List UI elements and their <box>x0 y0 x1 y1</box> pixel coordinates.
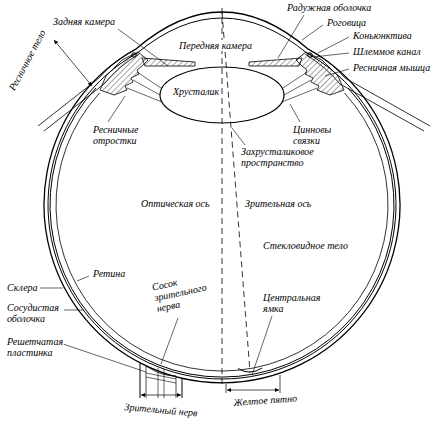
part-label: Ресничные отростки <box>92 124 146 146</box>
part-label: Задняя камера <box>52 16 116 27</box>
part-label: Сосок зрительного нерва <box>150 270 216 315</box>
part-label: Склера <box>6 282 39 293</box>
part-label: Передняя камера <box>178 40 253 51</box>
zonule-fibers <box>127 72 317 102</box>
ciliary-body <box>296 52 344 95</box>
fovea-dip <box>238 368 262 372</box>
part-label: Ретина <box>92 268 126 279</box>
ciliary-body <box>100 52 148 95</box>
part-label: Коньюнктива <box>352 30 413 41</box>
part-label: Желтое пятно <box>232 392 298 408</box>
visual-axis <box>222 12 250 372</box>
lens <box>160 67 284 123</box>
part-label: Шлеммов канал <box>352 46 422 57</box>
part-label: Сосудистая оболочка <box>6 302 64 324</box>
sclera-outer <box>44 12 400 383</box>
dimension-line <box>226 375 280 393</box>
part-label: Ресничное тело <box>6 27 48 93</box>
part-label: Ресничная мышца <box>352 62 431 73</box>
optical-axis <box>222 8 223 386</box>
part-label: Стекловидное тело <box>262 240 349 251</box>
optic-nerve <box>140 363 182 398</box>
part-label: Решетчатая пластинка <box>6 336 64 358</box>
part-label: Центральная ямка <box>262 292 320 314</box>
part-label: Оптическая ось <box>140 198 211 209</box>
part-label: Роговица <box>326 17 367 28</box>
part-label: Захрусталиковое пространство <box>240 146 327 168</box>
iris <box>249 58 302 66</box>
dimension-line <box>54 40 92 86</box>
dimension-line <box>141 395 181 396</box>
part-label: Зрительная ось <box>244 198 312 209</box>
part-label: Цинновы связки <box>292 124 340 146</box>
iris <box>142 58 195 66</box>
part-label: Зрительный нерв <box>123 401 199 419</box>
part-label: Радужная оболочка <box>286 2 372 13</box>
part-label: Хрусталик <box>172 86 220 97</box>
leader-lines <box>40 15 349 375</box>
